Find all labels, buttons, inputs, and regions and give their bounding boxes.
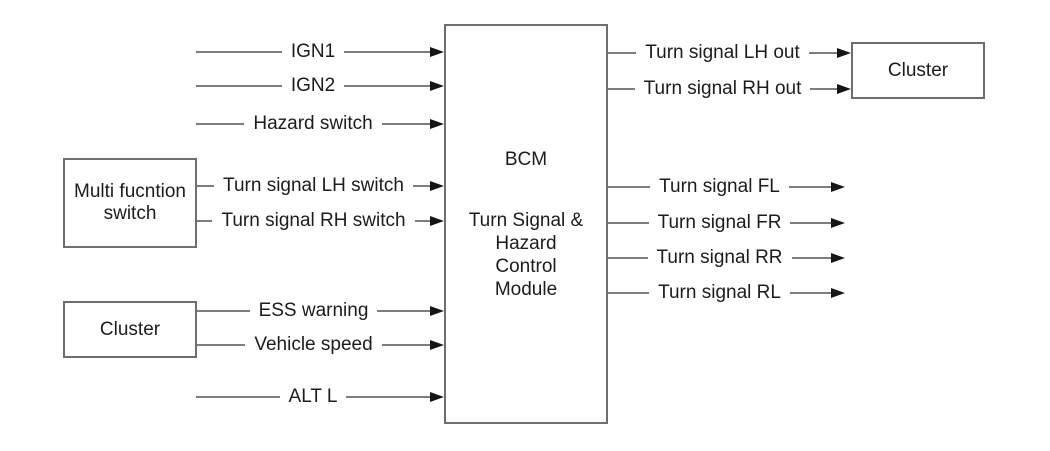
signal-label: Hazard switch	[253, 113, 373, 134]
arrow-right-icon	[430, 181, 445, 191]
wire	[197, 310, 250, 312]
input-row-alt-l: ALT L	[196, 385, 445, 409]
arrow-right-icon	[831, 182, 845, 192]
input-row-vehicle-speed: Vehicle speed	[197, 333, 445, 357]
wire	[377, 310, 430, 312]
arrow-right-icon	[837, 48, 852, 58]
wire	[196, 85, 282, 87]
arrow-right-icon	[430, 47, 445, 57]
wire	[608, 292, 650, 294]
signal-label: Turn signal RH switch	[221, 210, 406, 231]
wire	[608, 52, 637, 54]
bcm-module-box: BCM Turn Signal & Hazard Control Module	[444, 24, 608, 424]
wire	[381, 344, 431, 346]
input-row-turn-signal-rh-switch: Turn signal RH switch	[197, 209, 445, 233]
cluster-right-label: Cluster	[887, 59, 949, 81]
input-row-ess-warning: ESS warning	[197, 299, 444, 323]
arrow-right-icon	[831, 218, 846, 228]
arrow-right-icon	[430, 306, 444, 316]
input-row-ign1: IGN1	[196, 40, 445, 64]
input-row-hazard-switch: Hazard switch	[196, 112, 445, 136]
wire	[608, 88, 635, 90]
wire	[790, 222, 832, 224]
wire	[808, 52, 838, 54]
wire	[344, 51, 431, 53]
arrow-right-icon	[430, 340, 445, 350]
multi-function-switch-label: Multi fucntion switch	[74, 181, 186, 224]
signal-label: IGN2	[290, 75, 336, 96]
arrow-right-icon	[430, 216, 445, 226]
wire	[196, 123, 245, 125]
arrow-right-icon	[837, 84, 852, 94]
wire	[197, 220, 213, 222]
output-row-turn-signal-rr: Turn signal RR	[608, 246, 846, 270]
output-row-turn-signal-rl: Turn signal RL	[608, 281, 846, 305]
signal-label: Turn signal FR	[657, 212, 782, 233]
wire	[791, 257, 832, 259]
signal-label: Vehicle speed	[254, 334, 373, 355]
multi-function-switch-box: Multi fucntion switch	[63, 158, 197, 248]
input-row-turn-signal-lh-switch: Turn signal LH switch	[197, 174, 445, 198]
arrow-right-icon	[831, 288, 846, 298]
signal-label: ALT L	[288, 386, 338, 407]
output-row-turn-signal-lh-out: Turn signal LH out	[608, 41, 852, 65]
wire	[608, 257, 648, 259]
wire	[197, 344, 246, 346]
input-row-ign2: IGN2	[196, 74, 445, 98]
wire	[789, 292, 832, 294]
bcm-subtitle: Turn Signal & Hazard Control Module	[468, 210, 584, 300]
signal-label: Turn signal RH out	[643, 78, 802, 99]
cluster-left-label: Cluster	[99, 318, 161, 340]
wire	[414, 220, 431, 222]
signal-label: Turn signal LH out	[645, 42, 800, 63]
wire	[412, 185, 431, 187]
wire	[346, 396, 431, 398]
arrow-right-icon	[430, 119, 445, 129]
wire	[788, 186, 831, 188]
signal-label: Turn signal FL	[659, 176, 780, 197]
cluster-right-box: Cluster	[851, 42, 985, 99]
bcm-title: BCM	[504, 149, 548, 170]
wire	[608, 222, 649, 224]
output-row-turn-signal-rh-out: Turn signal RH out	[608, 77, 852, 101]
signal-label: IGN1	[290, 41, 336, 62]
arrow-right-icon	[430, 392, 445, 402]
arrow-right-icon	[831, 253, 846, 263]
output-row-turn-signal-fr: Turn signal FR	[608, 211, 846, 235]
signal-label: Turn signal RR	[656, 247, 783, 268]
output-row-turn-signal-fl: Turn signal FL	[608, 175, 845, 199]
signal-label: Turn signal RL	[658, 282, 781, 303]
signal-label: Turn signal LH switch	[223, 175, 404, 196]
cluster-left-box: Cluster	[63, 301, 197, 358]
wire	[381, 123, 431, 125]
wire	[810, 88, 838, 90]
wire	[608, 186, 651, 188]
wire	[197, 185, 215, 187]
signal-label: ESS warning	[258, 300, 369, 321]
wire	[344, 85, 431, 87]
arrow-right-icon	[430, 81, 445, 91]
wire	[196, 51, 282, 53]
wire	[196, 396, 280, 398]
